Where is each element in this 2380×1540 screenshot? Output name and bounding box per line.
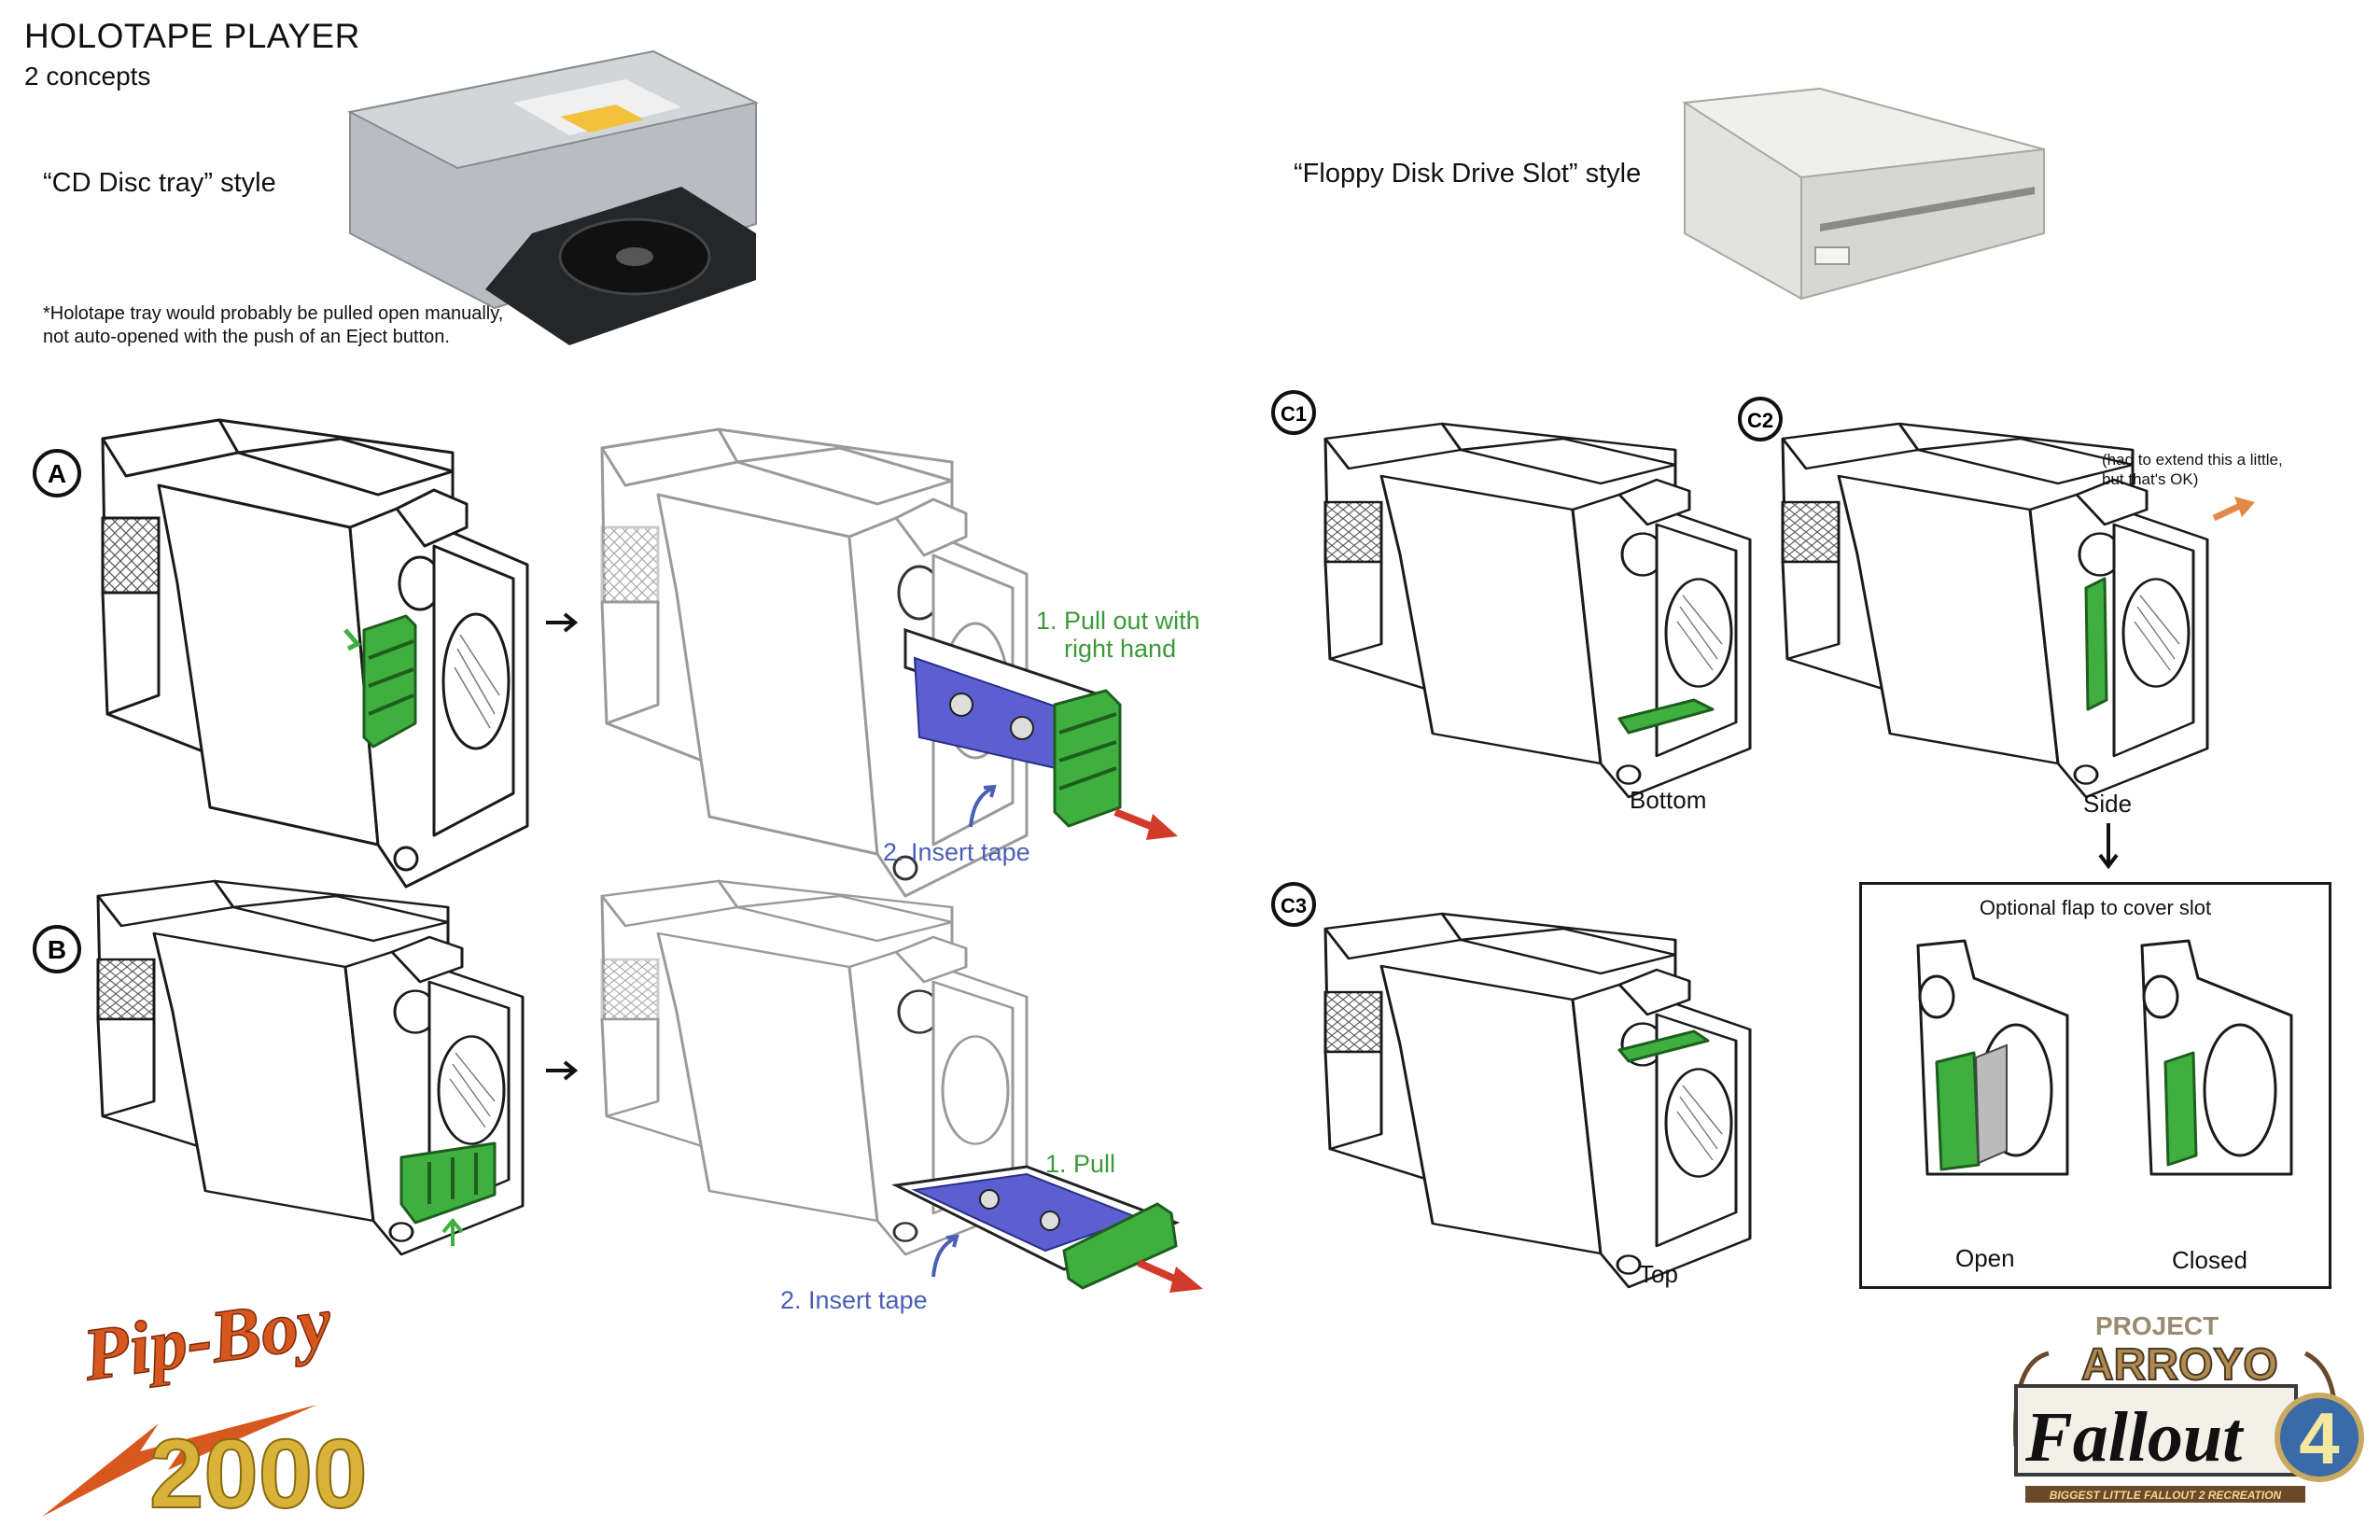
tray-handle-green[interactable]	[362, 614, 417, 749]
floppy-concept-label: “Floppy Disk Drive Slot” style	[1294, 159, 1642, 189]
device-b-open	[600, 879, 1181, 1290]
panel-b-step1: 1. Pull	[1045, 1150, 1116, 1178]
svg-text:BIGGEST LITTLE FALLOUT 2 RECRE: BIGGEST LITTLE FALLOUT 2 RECREATION	[2050, 1489, 2282, 1502]
page-title: HOLOTAPE PLAYER	[24, 17, 360, 55]
c2-note: (had to extend this a little, but that's…	[2102, 450, 2283, 489]
flap-open-label: Open	[1955, 1244, 2015, 1272]
device-c1	[1323, 422, 1752, 799]
flap-open-green	[1935, 1051, 1981, 1171]
slot-side-green	[2084, 577, 2108, 711]
c1-caption: Bottom	[1630, 786, 1707, 814]
cd-drive-photo	[347, 49, 759, 345]
flap-closed-green	[2163, 1051, 2198, 1167]
svg-text:4: 4	[2299, 1397, 2339, 1479]
pull-arrow-red-a	[1113, 808, 1178, 840]
flap-box-title: Optional flap to cover slot	[1979, 896, 2212, 919]
device-b-closed	[96, 879, 525, 1256]
cd-tray-note-line2: not auto-opened with the push of an Ejec…	[43, 327, 450, 347]
svg-text:2000: 2000	[149, 1420, 368, 1529]
svg-text:Fallout: Fallout	[2024, 1398, 2245, 1477]
cd-tray-concept-label: “CD Disc tray” style	[43, 168, 276, 198]
marker-c2: C2	[1738, 397, 1783, 441]
svg-text:Pip-Boy: Pip-Boy	[77, 1281, 337, 1396]
c2-caption: Side	[2083, 790, 2133, 818]
panel-b-step2: 2. Insert tape	[780, 1286, 928, 1314]
arrow-right-b	[546, 1060, 579, 1081]
marker-c1: C1	[1271, 390, 1316, 435]
panel-a-step1-line2: right hand	[1064, 635, 1177, 663]
flap-closed-drawing	[2140, 939, 2293, 1176]
floppy-drive-photo	[1682, 87, 2045, 301]
device-c3	[1323, 912, 1752, 1289]
project-arroyo-logo: PROJECT ARROYO Fallout 4 BIGGEST LITTLE …	[2012, 1311, 2364, 1503]
c2-note-line1: (had to extend this a little,	[2102, 451, 2283, 469]
panel-a-step1: 1. Pull out with right hand	[1036, 607, 1200, 663]
arrow-down-c2	[2098, 823, 2119, 870]
c3-caption: Top	[1639, 1260, 1678, 1288]
panel-a-step1-line1: 1. Pull out with	[1036, 607, 1200, 635]
svg-text:C3: C3	[1281, 894, 1307, 917]
device-a-open	[600, 427, 1122, 898]
svg-text:C1: C1	[1281, 402, 1307, 426]
optional-flap-box: Optional flap to cover slot Open Closed	[1859, 882, 2331, 1289]
bottom-tray-green-open[interactable]	[1062, 1202, 1178, 1290]
flap-closed-label: Closed	[2172, 1246, 2247, 1274]
flap-open-drawing	[1916, 939, 2069, 1176]
device-a-closed	[101, 418, 529, 889]
svg-text:B: B	[48, 935, 66, 964]
marker-c3: C3	[1271, 882, 1316, 927]
marker-a: A	[33, 449, 81, 497]
svg-text:PROJECT: PROJECT	[2095, 1311, 2219, 1340]
cd-tray-note: *Holotape tray would probably be pulled …	[43, 302, 566, 349]
insert-arrow-blue-b	[931, 1234, 959, 1278]
svg-text:C2: C2	[1747, 409, 1773, 432]
bottom-tray-green[interactable]	[399, 1141, 497, 1225]
c2-note-line2: but that's OK)	[2102, 470, 2199, 488]
pipboy-2000-logo: Pip-Boy 2000	[42, 1280, 369, 1530]
tray-handle-green-open[interactable]	[1053, 689, 1122, 828]
device-c2	[1781, 422, 2209, 799]
page-subtitle: 2 concepts	[24, 62, 151, 91]
extend-arrow-orange	[2212, 497, 2255, 522]
slot-top-green	[1617, 1029, 1710, 1063]
cd-tray-note-line1: *Holotape tray would probably be pulled …	[43, 303, 504, 324]
slot-bottom-green	[1617, 698, 1715, 735]
svg-text:ARROYO: ARROYO	[2081, 1340, 2278, 1390]
svg-text:A: A	[48, 459, 66, 488]
insert-arrow-blue-a	[969, 784, 997, 828]
pull-arrow-red-b	[1137, 1259, 1203, 1293]
marker-b: B	[33, 925, 81, 973]
arrow-right-a	[546, 612, 579, 633]
panel-a-step2: 2. Insert tape	[883, 838, 1030, 866]
